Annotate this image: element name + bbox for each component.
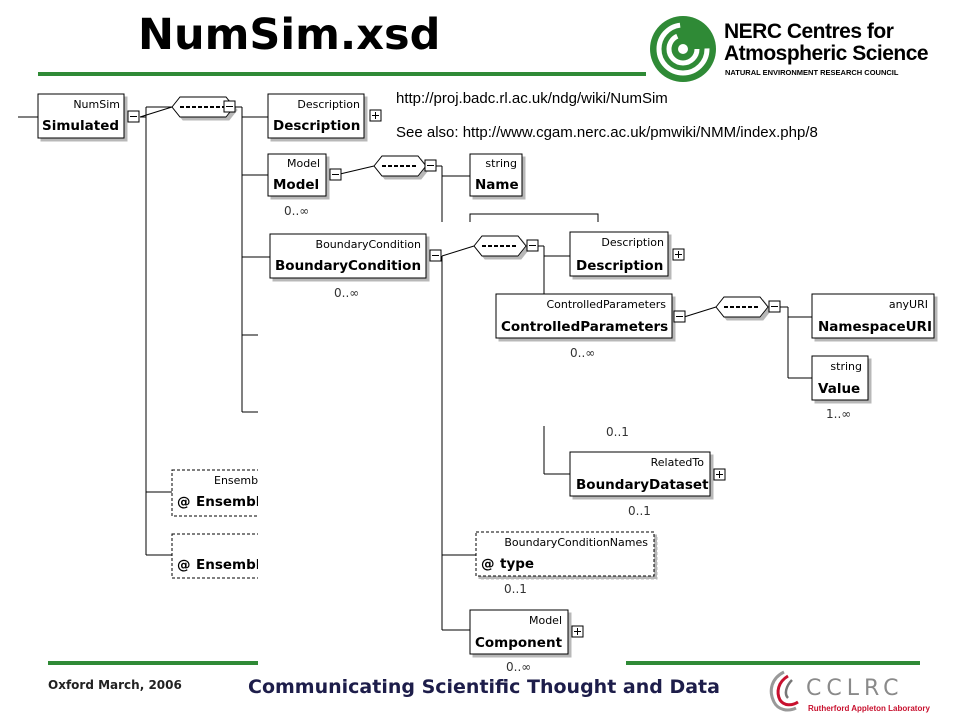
cclrc-swirl-icon [769,670,799,712]
node-boundary-condition-names[interactable]: BoundaryConditionNames @ type 0..1 [475,531,655,596]
page-title: NumSim.xsd [138,10,441,60]
node-ensemble-2[interactable]: @ Ensembl [171,533,265,579]
nerc-line3: NATURAL ENVIRONMENT RESEARCH COUNCIL [725,68,899,77]
node-name-label: Value [818,381,860,397]
node-type-label: Description [601,236,664,249]
node-type-label: string [485,157,517,170]
cardinality-label: 0..∞ [506,660,531,674]
cardinality-label-above: 0..1 [606,425,629,439]
node-name-label: BoundaryCondition [275,258,421,274]
node-ensemble-1[interactable]: Ensemb @ Ensembl [171,469,265,517]
node-type-label: Model [287,157,320,170]
node-name-label: BoundaryDataset [576,477,709,493]
nerc-swirl-icon [650,16,716,82]
node-name-label: type [500,556,534,572]
cardinality-label: 0..1 [504,582,527,596]
node-type-label: BoundaryConditionNames [504,536,648,549]
cardinality-label: 0..∞ [284,204,309,218]
node-boundary-condition[interactable]: BoundaryCondition BoundaryCondition 0..∞ [269,233,442,300]
node-name[interactable]: string Name [469,153,523,197]
node-value[interactable]: string Value 1..∞ [811,355,869,421]
attribute-at-icon: @ [177,494,191,510]
cardinality-label: 0..1 [628,504,651,518]
node-namespace-uri[interactable]: anyURI NamespaceURI [811,293,935,339]
node-name-label: Description [576,258,663,274]
cardinality-label: 0..∞ [334,286,359,300]
footer-date: Oxford March, 2006 [48,678,182,692]
ensemble-clip [258,460,270,584]
node-type-label: Description [297,98,360,111]
node-name-label: Name [475,177,519,193]
nerc-line2: Atmospheric Science [724,42,929,65]
node-type-label: string [830,360,862,373]
footer-rule-left [48,661,258,665]
node-controlled-parameters[interactable]: ControlledParameters ControlledParameter… [495,293,686,360]
node-name-label: NamespaceURI [818,319,932,335]
see-also-link[interactable]: See also: http://www.cgam.nerc.ac.uk/pmw… [396,124,818,141]
node-component[interactable]: Model Component 0..∞ [469,609,584,674]
node-description-2[interactable]: Description Description [569,231,685,277]
title-underline [38,72,646,76]
cclrc-logo: CCLRC Rutherford Appleton Laboratory [764,668,954,716]
nerc-line1: NERC Centres for [724,20,894,43]
sequence-compositor-4-top[interactable] [715,296,781,318]
node-type-label: RelatedTo [651,456,705,469]
cardinality-label: 0..∞ [570,346,595,360]
overlay-panel [258,222,960,662]
node-type-label: Model [529,614,562,627]
cclrc-subtitle: Rutherford Appleton Laboratory [808,704,930,713]
node-description-1[interactable]: Description Description [267,93,382,139]
cclrc-name: CCLRC [806,676,904,701]
sequence-compositor-1[interactable] [171,96,236,118]
cardinality-label: 1..∞ [826,407,851,421]
footer-rule-right [626,661,920,665]
nerc-logo: NERC Centres for Atmospheric Science NAT… [648,14,948,84]
node-name-label: Ensembl [196,557,260,573]
node-name-label: Model [273,177,319,193]
node-type-label: Ensemb [214,474,258,487]
sequence-compositor-3-top[interactable] [473,235,539,257]
node-type-label: ControlledParameters [546,298,666,311]
node-type-label: BoundaryCondition [316,238,421,251]
footer-title: Communicating Scientific Thought and Dat… [248,676,720,698]
node-type-label: anyURI [889,298,928,311]
attribute-at-icon: @ [481,556,495,572]
node-name-label: Description [273,118,360,134]
node-simulated[interactable]: NumSim Simulated [37,93,140,139]
node-name-label: Component [475,635,563,651]
node-name-label: Simulated [42,118,119,134]
node-type-label: NumSim [73,98,120,111]
node-name-label: Ensembl [196,494,260,510]
node-model[interactable]: Model Model 0..∞ [267,153,342,218]
node-name-label: ControlledParameters [501,319,668,335]
wiki-link[interactable]: http://proj.badc.rl.ac.uk/ndg/wiki/NumSi… [396,90,668,107]
sequence-compositor-2[interactable] [373,155,437,177]
attribute-at-icon: @ [177,557,191,573]
node-boundary-dataset[interactable]: 0..1 RelatedTo BoundaryDataset 0..1 [569,425,726,518]
